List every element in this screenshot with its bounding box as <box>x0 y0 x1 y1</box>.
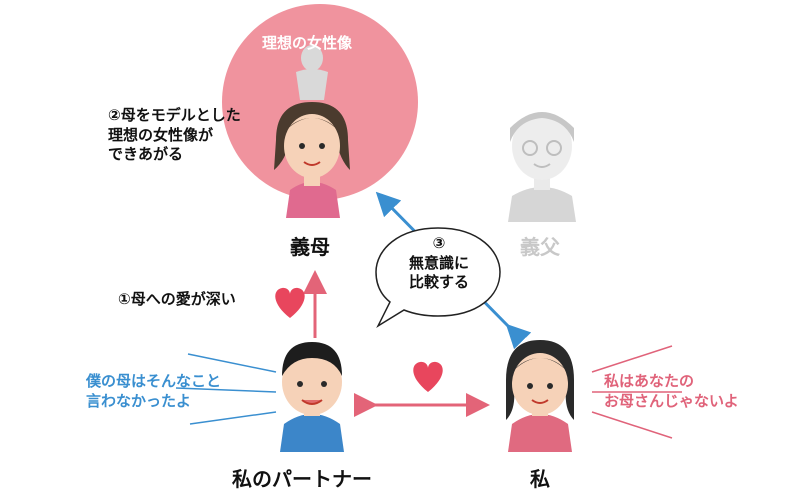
me-quote-lines <box>591 345 682 439</box>
me-label: 私 <box>530 467 550 491</box>
partner-label: 私のパートナー <box>232 467 372 491</box>
compare-note: ③ 無意識に 比較する <box>408 234 469 291</box>
me-illustration <box>506 340 574 452</box>
deep-love-note: ①母への愛が深い <box>118 290 236 308</box>
ideal-formed-note: ②母をモデルとした 理想の女性像が できあがる <box>108 106 241 163</box>
heart-icon <box>275 287 305 318</box>
partner-quote: 僕の母はそんなこと 言わなかったよ <box>86 372 222 410</box>
ideal-title: 理想の女性像 <box>262 34 353 52</box>
me-quote: 私はあなたの お母さんじゃないよ <box>604 372 739 410</box>
father-in-law-label: 義父 <box>520 235 560 259</box>
mother-in-law-label: 義母 <box>290 235 330 259</box>
father-in-law-illustration <box>508 112 576 222</box>
partner-illustration <box>280 342 344 452</box>
ideal-circle <box>222 4 418 200</box>
compare-speech-bubble <box>375 227 501 329</box>
heart-icon <box>413 361 443 392</box>
mother-in-law-illustration <box>274 102 350 218</box>
partner-quote-lines <box>175 353 277 425</box>
ideal-silhouette-icon <box>296 45 328 100</box>
